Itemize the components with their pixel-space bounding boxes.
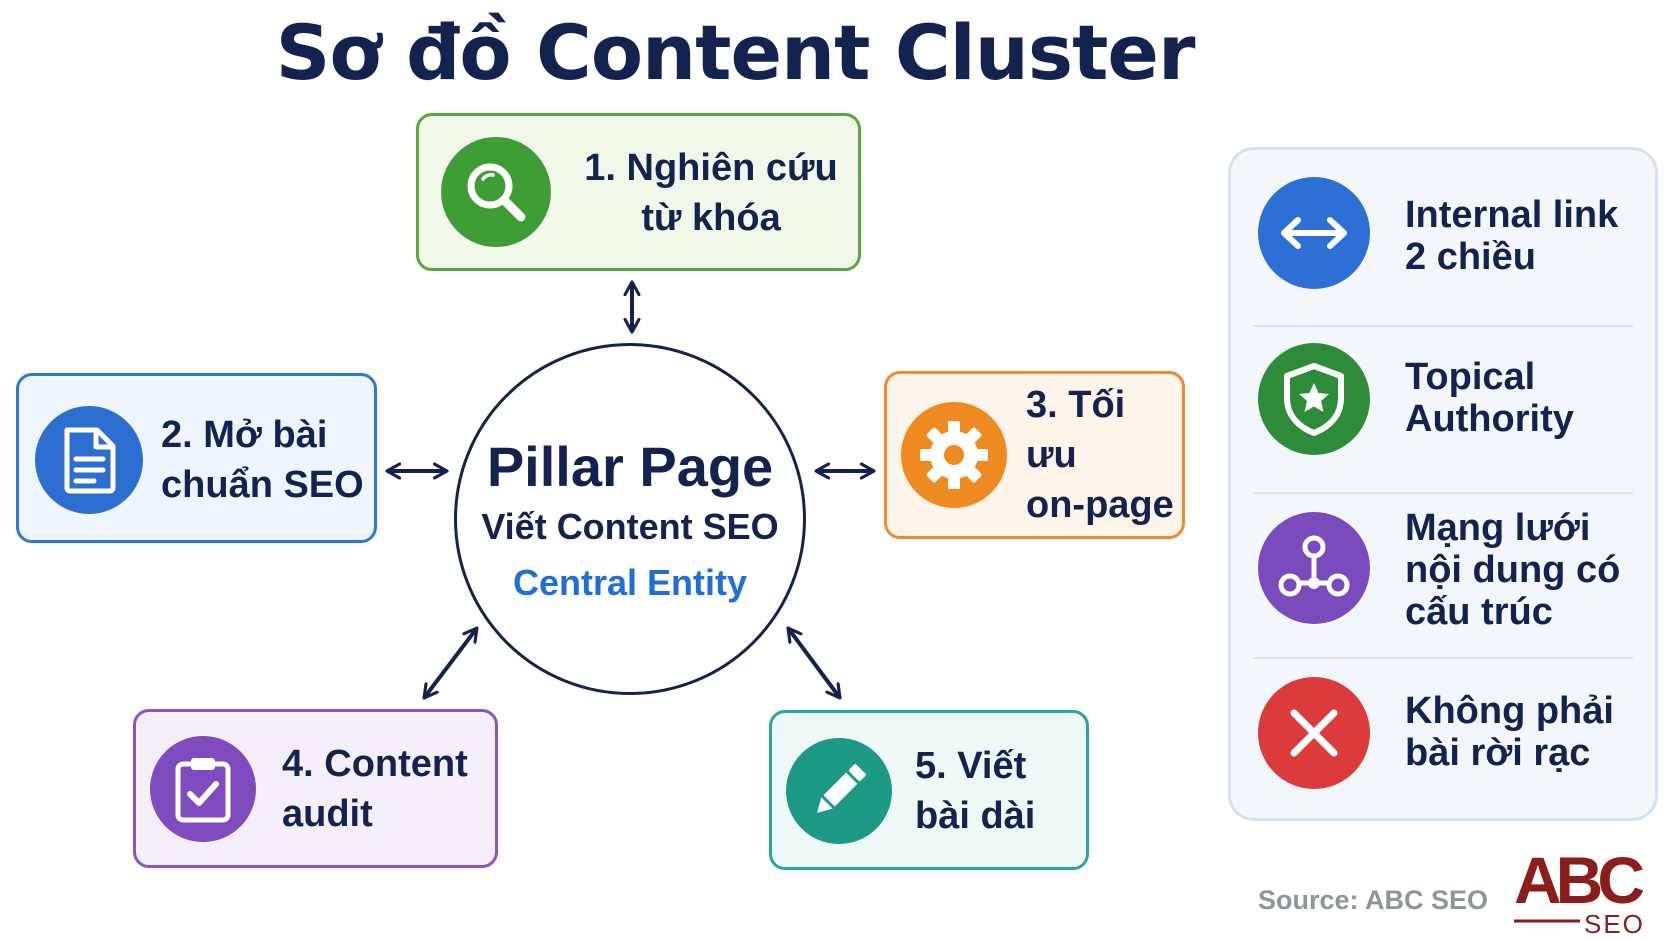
clipboard-check-icon bbox=[150, 736, 256, 842]
pillar-subtitle: Viết Content SEO bbox=[481, 506, 779, 547]
source-credit: Source: ABC SEO bbox=[1258, 885, 1489, 915]
pillar-title: Pillar Page bbox=[486, 435, 774, 498]
network-icon bbox=[1258, 512, 1370, 624]
svg-text:ABC: ABC bbox=[1514, 843, 1643, 917]
pillar-entity: Central Entity bbox=[512, 562, 748, 603]
divider bbox=[1253, 325, 1633, 327]
abc-seo-logo: ABC SEO bbox=[1514, 843, 1649, 939]
gear-icon bbox=[901, 402, 1007, 508]
double-arrow-icon bbox=[1258, 177, 1370, 289]
search-icon bbox=[441, 137, 551, 247]
pencil-icon bbox=[786, 738, 892, 844]
arrow-to-node-5 bbox=[786, 628, 842, 698]
page-title: Sơ đồ Content Cluster bbox=[275, 8, 1196, 97]
shield-star-icon bbox=[1258, 343, 1370, 455]
pillar-page-circle: Pillar Page Viết Content SEO Central Ent… bbox=[454, 343, 806, 695]
divider bbox=[1253, 492, 1633, 494]
divider bbox=[1253, 657, 1633, 659]
close-icon bbox=[1258, 677, 1370, 789]
arrow-to-node-4 bbox=[422, 628, 479, 698]
document-icon bbox=[35, 406, 143, 514]
svg-text:SEO: SEO bbox=[1584, 909, 1645, 939]
